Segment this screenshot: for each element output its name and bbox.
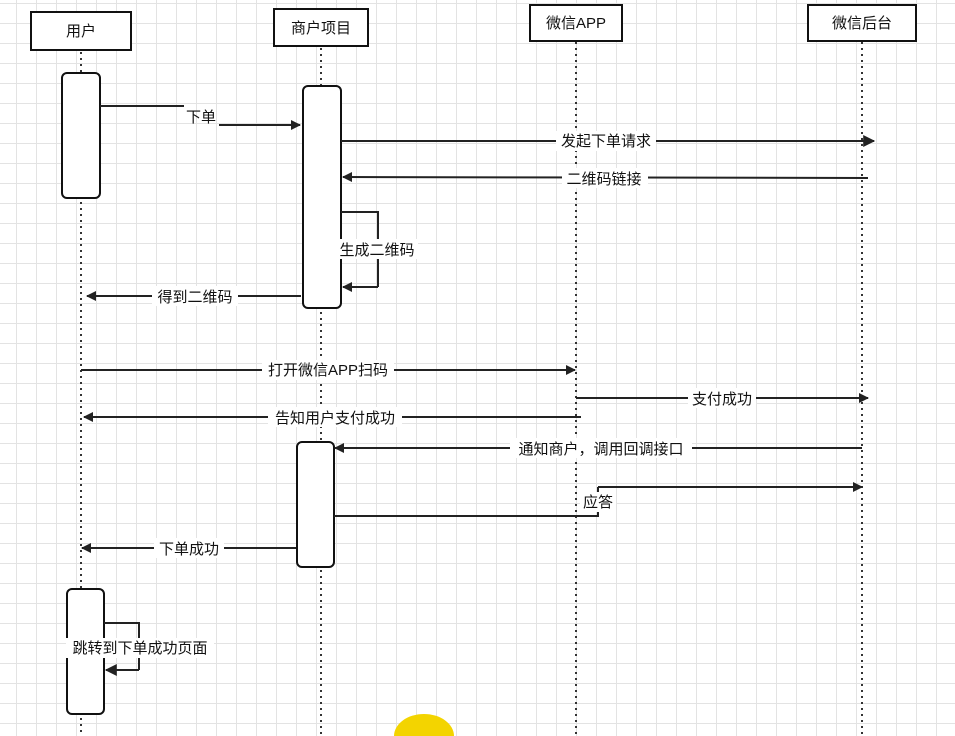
message-qr-code-link-label: 二维码链接 — [566, 171, 641, 188]
activation-merchant-1 — [302, 85, 342, 309]
actor-wechat-app-label: 微信APP — [546, 15, 606, 32]
cursor-highlight — [394, 714, 454, 736]
actor-user[interactable]: 用户 — [30, 11, 132, 51]
message-payment-success: 支付成功 — [576, 388, 869, 408]
actor-user-label: 用户 — [66, 23, 96, 40]
message-response: 应答 — [334, 482, 863, 517]
activation-user-1 — [61, 72, 101, 199]
message-open-wechat-scan: 打开微信APP扫码 — [81, 360, 576, 380]
message-place-order-label: 下单 — [186, 109, 216, 126]
message-order-success: 下单成功 — [81, 538, 296, 558]
message-generate-qr-code: 生成二维码 — [336, 211, 418, 292]
message-payment-success-label: 支付成功 — [692, 391, 752, 408]
message-jump-to-success-page-label: 跳转到下单成功页面 — [72, 640, 207, 657]
message-get-qr-code-label: 得到二维码 — [157, 289, 232, 306]
message-open-wechat-scan-label: 打开微信APP扫码 — [268, 362, 388, 379]
message-get-qr-code: 得到二维码 — [86, 286, 301, 306]
message-notify-user-payment-success-label: 告知用户支付成功 — [275, 410, 395, 427]
message-place-order: 下单 — [100, 105, 301, 130]
message-notify-merchant-callback-label: 通知商户，调用回调接口 — [518, 441, 683, 458]
actor-wechat-backend[interactable]: 微信后台 — [807, 4, 917, 42]
actor-merchant[interactable]: 商户项目 — [273, 8, 369, 47]
message-qr-code-link: 二维码链接 — [342, 168, 869, 188]
message-order-success-label: 下单成功 — [159, 541, 219, 558]
message-notify-merchant-callback: 通知商户，调用回调接口 — [334, 438, 862, 458]
actor-wechat-app[interactable]: 微信APP — [529, 4, 623, 42]
activation-merchant-2 — [296, 441, 335, 568]
message-response-label: 应答 — [583, 493, 613, 511]
message-notify-user-payment-success: 告知用户支付成功 — [83, 407, 581, 427]
actor-merchant-label: 商户项目 — [291, 20, 351, 37]
message-generate-qr-code-label: 生成二维码 — [339, 242, 414, 259]
message-initiate-order-request: 发起下单请求 — [341, 131, 876, 151]
actor-wechat-backend-label: 微信后台 — [832, 15, 892, 32]
message-jump-to-success-page: 跳转到下单成功页面 — [66, 622, 214, 676]
message-initiate-order-request-label: 发起下单请求 — [561, 133, 651, 150]
